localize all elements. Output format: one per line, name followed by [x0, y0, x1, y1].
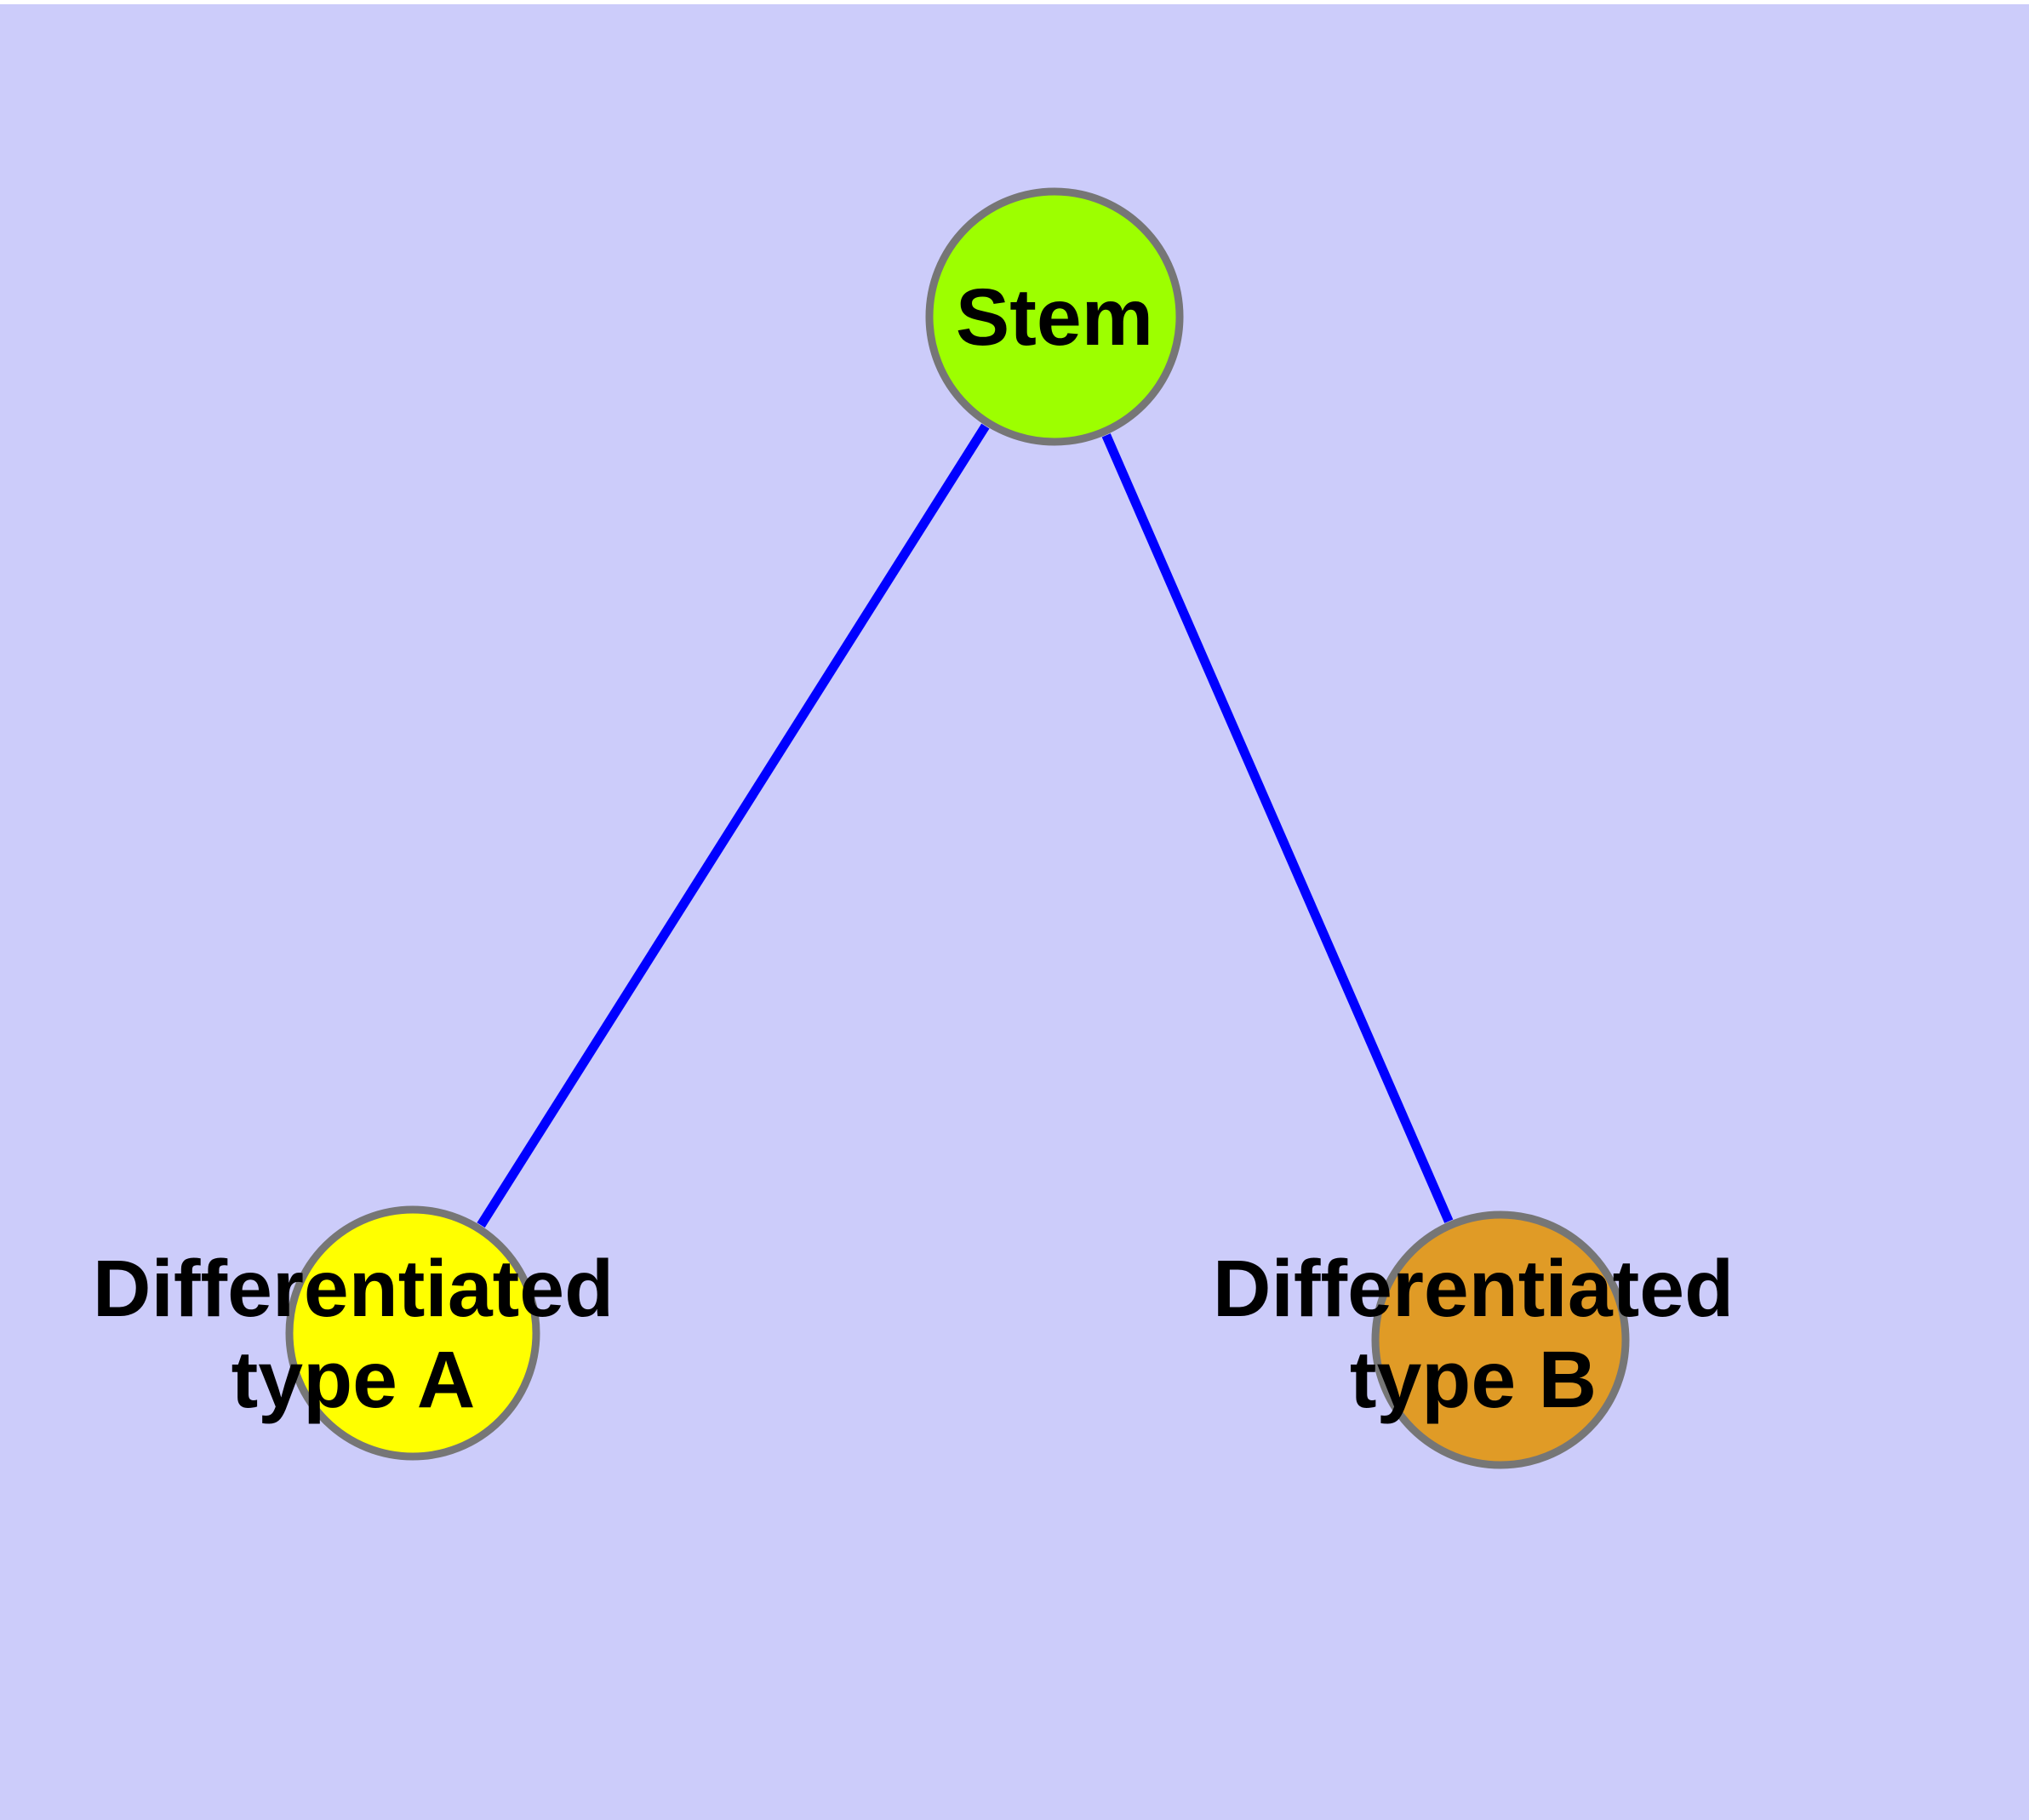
node-differentiated-type-a[interactable] [285, 1205, 540, 1461]
node-differentiated-type-b[interactable] [1371, 1210, 1630, 1469]
edge-stem-to-diff-b [1101, 433, 1454, 1223]
edge-stem-to-diff-a [477, 423, 990, 1228]
edge-layer [477, 423, 1454, 1228]
top-margin-strip [0, 0, 2029, 4]
node-stem[interactable] [925, 187, 1184, 446]
node-layer [285, 187, 1630, 1469]
